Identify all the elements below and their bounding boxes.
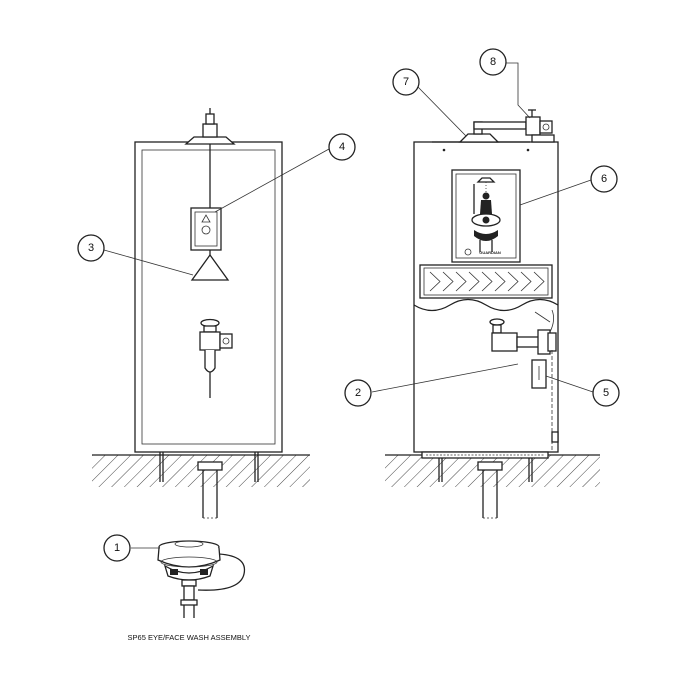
dust-cover-tether (197, 553, 246, 591)
cabinet-inner-panel (141, 149, 276, 445)
leader-line-5 (545, 375, 594, 393)
leader-line-7 (416, 85, 467, 137)
callout-3 (77, 234, 105, 262)
safety-sign (451, 169, 521, 263)
callout-6 (590, 165, 618, 193)
shower-head (184, 136, 236, 145)
top-supply-pipe (473, 121, 527, 130)
callout-7 (392, 68, 420, 96)
callout-1 (103, 534, 131, 562)
eyewash-paddle (219, 333, 233, 349)
callout-6-number: 6 (601, 173, 607, 185)
callout-4 (328, 133, 356, 161)
callout-8-number: 8 (490, 56, 496, 68)
callout-2-number: 2 (355, 387, 361, 399)
drain-pan (421, 451, 549, 459)
detail-caption: SP65 EYE/FACE WASH ASSEMBLY (128, 633, 251, 642)
front-view-cabinet (92, 108, 310, 519)
sp65-detail: SP65 EYE/FACE WASH ASSEMBLY (128, 540, 251, 642)
cutaway-line (413, 298, 559, 312)
eyewash-valve-body (199, 331, 221, 351)
sign-logo: GUARDIAN (479, 250, 501, 255)
callout-3-number: 3 (88, 242, 94, 254)
callout-2 (344, 379, 372, 407)
callout-5-number: 5 (603, 387, 609, 399)
pull-handle-triangle (190, 253, 230, 281)
leader-line-6 (519, 179, 592, 206)
chevron-band (419, 264, 553, 299)
callouts: 1 2 3 4 5 6 7 8 (77, 48, 620, 562)
top-valve (525, 116, 541, 136)
drain-fitting-left (197, 461, 223, 471)
callout-1-number: 1 (114, 542, 120, 554)
callout-8 (479, 48, 507, 76)
shower-head-side (458, 133, 500, 143)
leader-line-3 (103, 249, 194, 276)
leader-line-8 (505, 62, 531, 119)
valve-body-side (491, 332, 518, 352)
eyewash-bowl (157, 547, 221, 568)
leader-line-4 (214, 148, 330, 213)
callout-5 (592, 379, 620, 407)
floor-hatch-left (92, 455, 310, 487)
eyewash-stem (183, 585, 195, 601)
eyewash-head-side (489, 318, 505, 326)
floor-hatch-right (385, 455, 600, 487)
cabinet-outer (134, 141, 283, 453)
side-view-cabinet: GUARDIAN (385, 109, 600, 519)
callout-7-number: 7 (403, 76, 409, 88)
leader-line-2 (371, 363, 519, 393)
callout-4-number: 4 (339, 141, 345, 153)
